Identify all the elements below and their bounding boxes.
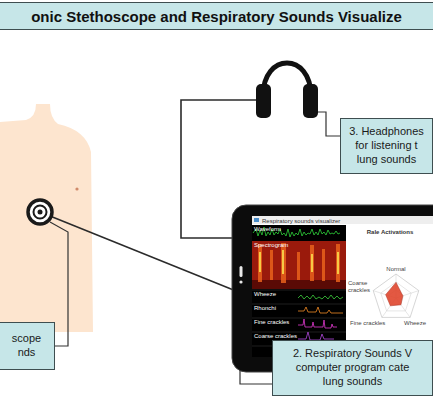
spectrogram-highlight bbox=[282, 250, 284, 274]
spectrogram-streak bbox=[322, 249, 325, 281]
screen-label: Waveform bbox=[254, 226, 281, 233]
screen-label: Fine crackles bbox=[254, 319, 289, 326]
spectrogram-streak bbox=[336, 244, 340, 282]
screen-label: Coarse crackles bbox=[254, 333, 297, 340]
coarse-crackles-trace bbox=[298, 332, 334, 340]
spectrogram-streak bbox=[270, 250, 273, 280]
callout-box: 3. Headphones for listening t lung sound… bbox=[340, 118, 433, 174]
radar-axes bbox=[373, 274, 419, 317]
fine-crackles-trace bbox=[298, 319, 337, 328]
spectrogram-highlight bbox=[311, 254, 313, 272]
waveform-trace bbox=[253, 227, 340, 237]
radar-grid bbox=[381, 282, 411, 311]
spectrogram-streak bbox=[297, 252, 300, 280]
phone-button bbox=[239, 280, 242, 283]
stethoscope-center bbox=[38, 210, 43, 215]
screen-label: Respiratory sounds visualizer bbox=[262, 218, 340, 225]
rhonchi-trace bbox=[298, 307, 343, 313]
spectrogram-streak bbox=[310, 245, 314, 281]
spectrogram-band bbox=[252, 280, 346, 289]
stethoscope-ring bbox=[34, 206, 47, 219]
title-band: onic Stethoscope and Respiratory Sounds … bbox=[0, 2, 433, 30]
screen-label: Rhonchi bbox=[254, 305, 276, 312]
screen-label: Rale Activations bbox=[367, 229, 413, 236]
radar-grid bbox=[373, 274, 419, 317]
screen-label: Wheeze bbox=[404, 320, 426, 327]
window-icon bbox=[254, 218, 259, 222]
window-title-bar bbox=[252, 216, 433, 224]
callout-text: 2. Respiratory Sounds V computer program… bbox=[288, 347, 417, 388]
spectrogram-streak bbox=[281, 243, 286, 283]
spectrogram-highlight bbox=[337, 252, 339, 274]
stethoscope-chestpiece bbox=[28, 200, 52, 224]
screen-label: Spectrogram bbox=[254, 242, 288, 249]
screen-label: Fine crackles bbox=[350, 320, 385, 327]
title-text: onic Stethoscope and Respiratory Sounds … bbox=[31, 8, 402, 25]
callout-text: 3. Headphones for listening t lung sound… bbox=[348, 125, 426, 166]
screen-label: Wheeze bbox=[254, 291, 276, 298]
headphone-cup bbox=[303, 84, 318, 118]
radar-activation bbox=[386, 282, 403, 305]
spectrogram-highlight bbox=[259, 252, 261, 272]
screen-label: Normal bbox=[386, 266, 405, 273]
torso bbox=[0, 104, 93, 332]
wheeze-trace bbox=[298, 295, 343, 299]
leader-line bbox=[318, 112, 340, 136]
callout-text: scope nds bbox=[6, 332, 47, 360]
callout-box: scope nds bbox=[0, 322, 55, 370]
spectrogram-streak bbox=[258, 244, 262, 282]
phone-screen bbox=[252, 216, 433, 357]
screen-label: Coarse crackles bbox=[348, 280, 374, 293]
spectrogram bbox=[252, 241, 346, 289]
navel bbox=[75, 187, 78, 190]
stethoscope-cable bbox=[50, 216, 236, 291]
headphone-cup bbox=[256, 84, 271, 118]
phone-speaker bbox=[240, 266, 243, 277]
plot-panel bbox=[252, 225, 346, 357]
row-divider bbox=[252, 290, 346, 346]
callout-box: 2. Respiratory Sounds V computer program… bbox=[272, 340, 433, 396]
